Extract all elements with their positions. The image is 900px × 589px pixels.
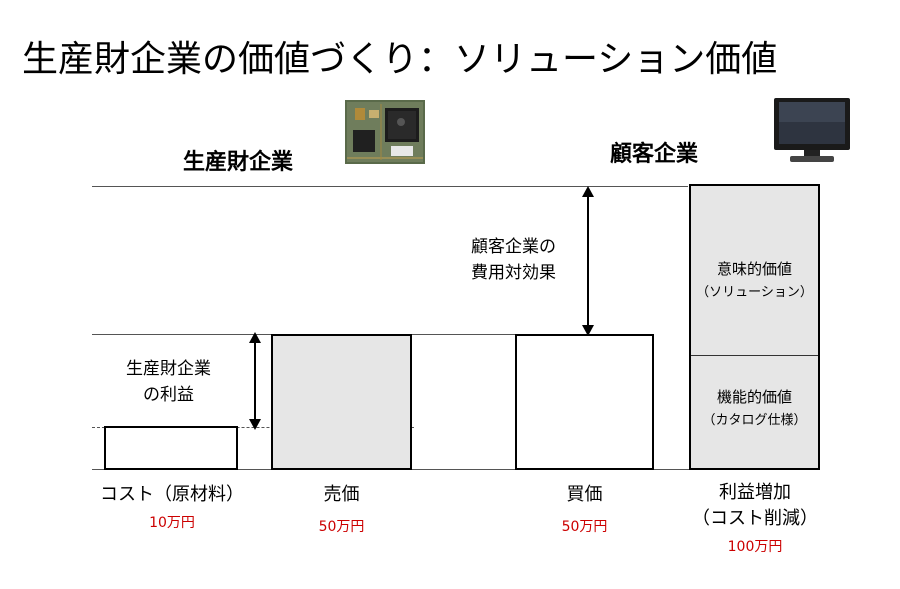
sell-price-value: 50万円 bbox=[318, 519, 365, 535]
buy-price-label: 買価 bbox=[566, 484, 603, 505]
benefit-label-line1: 利益増加 bbox=[719, 482, 791, 503]
semantic-value-subtitle: （ソリューション） bbox=[696, 285, 813, 300]
customer-cost-effect-label: 顧客企業の 費用対効果 bbox=[471, 234, 556, 286]
producer-profit-line1: 生産財企業 bbox=[126, 359, 211, 379]
benefit-label-line2: （コスト削減） bbox=[692, 508, 818, 529]
producer-header: 生産財企業 bbox=[183, 150, 294, 175]
sell-price-bar bbox=[271, 334, 412, 470]
customer-header: 顧客企業 bbox=[610, 142, 699, 167]
producer-profit-label: 生産財企業 の利益 bbox=[126, 356, 211, 408]
cost-effect-line1: 顧客企業の bbox=[471, 237, 556, 257]
top-reference-line bbox=[92, 186, 688, 187]
functional-value-title: 機能的価値 bbox=[716, 388, 792, 406]
semantic-value-label: 意味的価値 （ソリューション） bbox=[691, 258, 818, 304]
cost-effect-arrow bbox=[582, 186, 594, 336]
value-divider bbox=[691, 355, 818, 356]
cost-reference-line bbox=[92, 427, 414, 428]
benefit-bar: 意味的価値 （ソリューション） 機能的価値 （カタログ仕様） bbox=[689, 184, 820, 470]
benefit-value: 100万円 bbox=[727, 539, 783, 555]
cost-effect-line2: 費用対効果 bbox=[471, 263, 556, 283]
cost-value: 10万円 bbox=[149, 515, 195, 531]
page-title: 生産財企業の価値づくり：ソリューション価値 bbox=[22, 39, 778, 80]
functional-value-subtitle: （カタログ仕様） bbox=[702, 413, 807, 428]
cost-bar bbox=[104, 426, 238, 470]
semantic-value-title: 意味的価値 bbox=[716, 260, 792, 278]
functional-value-label: 機能的価値 （カタログ仕様） bbox=[691, 386, 818, 432]
flat-tv-icon bbox=[770, 96, 854, 166]
profit-arrow bbox=[249, 332, 261, 430]
buy-price-value: 50万円 bbox=[561, 519, 608, 535]
cost-label: コスト（原材料） bbox=[100, 484, 244, 505]
producer-profit-line2: の利益 bbox=[143, 385, 194, 405]
circuit-board-icon bbox=[345, 100, 425, 164]
sell-price-label: 売価 bbox=[323, 484, 360, 505]
buy-price-bar bbox=[515, 334, 654, 470]
benefit-label: 利益増加 （コスト削減） bbox=[670, 480, 840, 532]
